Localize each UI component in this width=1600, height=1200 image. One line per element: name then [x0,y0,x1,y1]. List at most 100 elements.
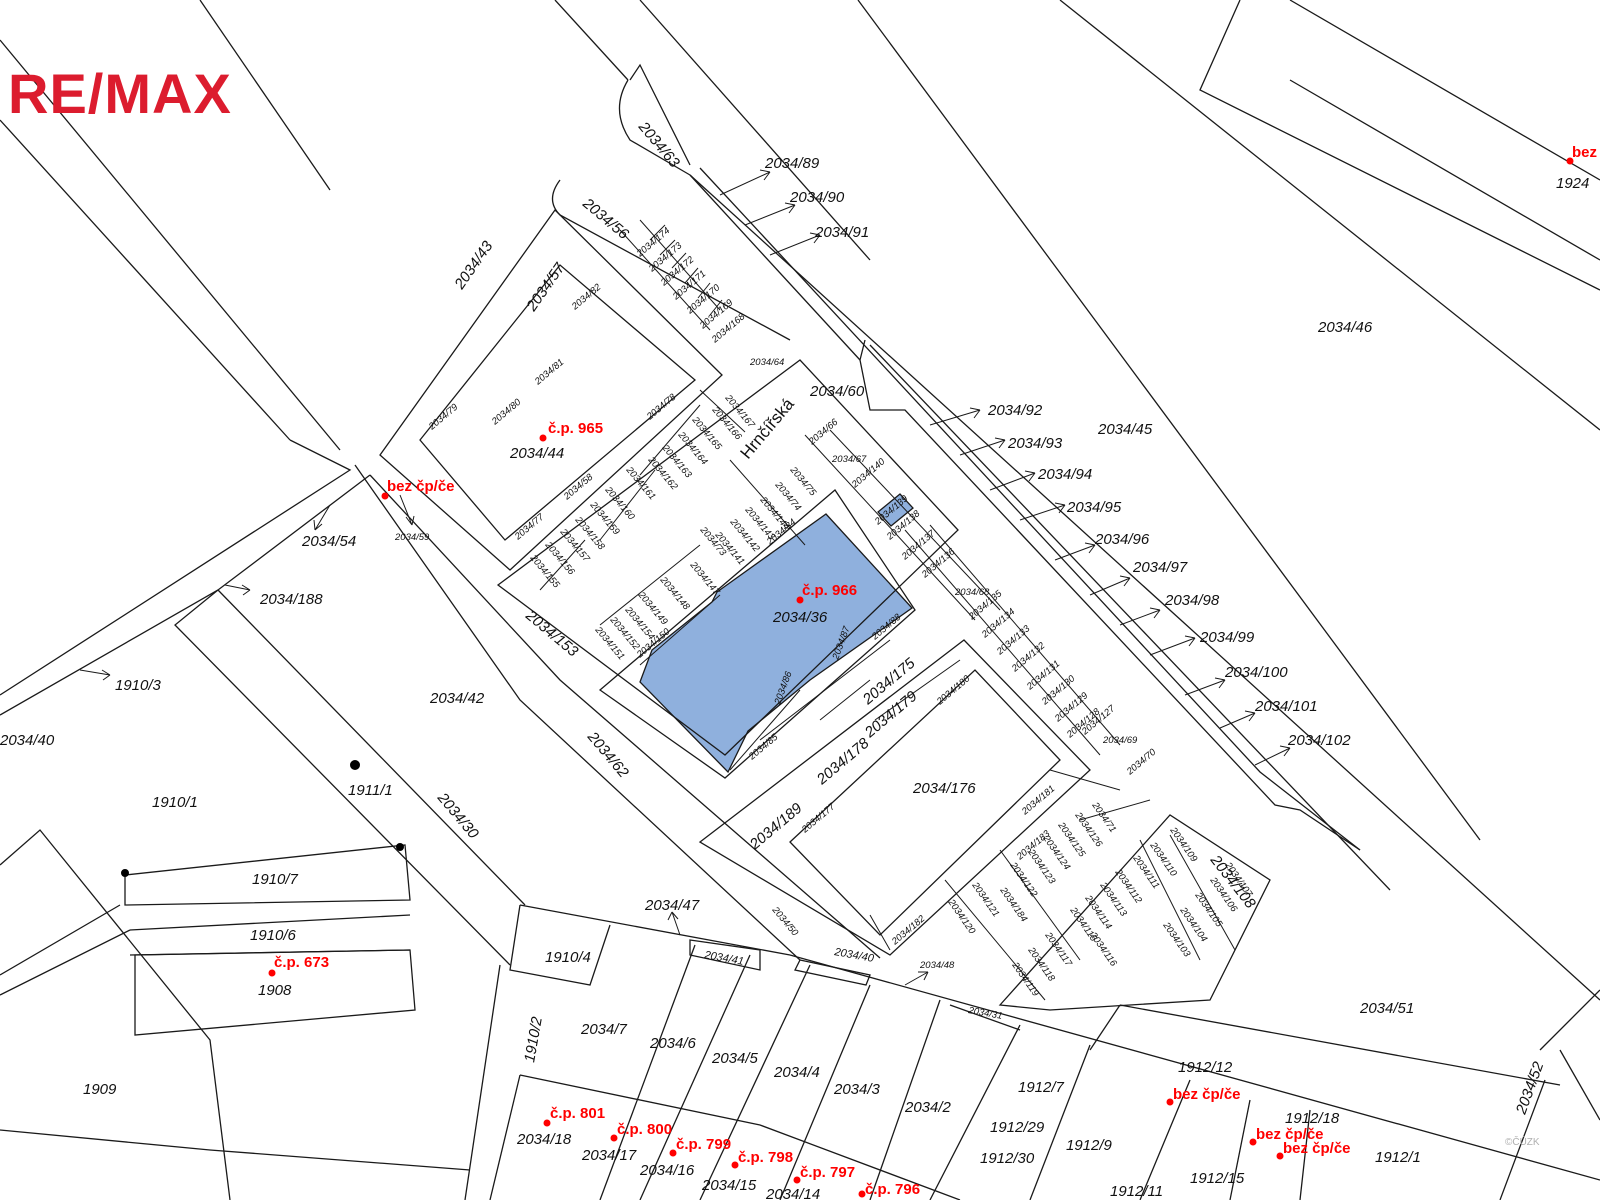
parcel-2034-96: 2034/96 [1094,531,1150,548]
parcel-2034-188: 2034/188 [259,591,323,608]
lot-2034-79: 2034/79 [426,401,461,433]
parcel-2034-92: 2034/92 [987,402,1043,419]
parcel-2034-100: 2034/100 [1224,664,1288,681]
parcel-1912-7: 1912/7 [1018,1079,1065,1096]
parcel-2034-101: 2034/101 [1254,698,1318,715]
parcel-2034-17: 2034/17 [581,1147,637,1164]
parcel-2034-54: 2034/54 [301,533,356,550]
parcel-1912-30: 1912/30 [980,1150,1035,1167]
parcel-2034-176: 2034/176 [912,780,976,797]
parcel-1910-4: 1910/4 [545,949,591,966]
parcel-2034-51: 2034/51 [1359,1000,1414,1017]
lot-2034-85: 2034/85 [746,731,781,763]
lot-2034-80: 2034/80 [489,396,524,428]
building-673: č.p. 673 [274,954,329,971]
lot-2034-136: 2034/136 [919,546,958,581]
lot-2034-67: 2034/67 [831,454,867,465]
lot-2034-68: 2034/68 [954,587,990,598]
parcel-2034-153: 2034/153 [522,606,582,660]
parcel-2034-40-left: 2034/40 [0,732,55,749]
parcel-2034-91: 2034/91 [814,224,869,241]
parcel-1912-18: 1912/18 [1285,1110,1340,1127]
parcel-1910-3: 1910/3 [115,677,162,694]
parcel-2034-7: 2034/7 [580,1021,628,1038]
lot-2034-137: 2034/137 [899,528,938,563]
lot-2034-69: 2034/69 [1102,735,1138,746]
parcel-2034-31: 2034/31 [966,1005,1003,1022]
parcel-2034-93: 2034/93 [1007,435,1063,452]
parcel-2034-63: 2034/63 [634,118,683,172]
parcel-2034-43: 2034/43 [451,238,497,294]
building-no-number-2: bez [1572,144,1597,161]
parcel-2034-2: 2034/2 [904,1099,952,1116]
building-796: č.p. 796 [865,1181,920,1198]
parcel-2034-45: 2034/45 [1097,421,1153,438]
street-name: Hrnčířská [737,394,799,462]
parcel-1910-1: 1910/1 [152,794,198,811]
parcel-2034-90: 2034/90 [789,189,845,206]
parcel-1924: 1924 [1556,175,1589,192]
parcel-2034-4: 2034/4 [773,1064,820,1081]
building-800: č.p. 800 [617,1121,672,1138]
parcel-1912-9: 1912/9 [1066,1137,1113,1154]
parcel-2034-3: 2034/3 [833,1081,881,1098]
lot-2034-59: 2034/59 [394,532,430,543]
lot-2034-116: 2034/116 [1087,930,1119,970]
parcel-2034-99: 2034/99 [1199,629,1255,646]
parcel-2034-18: 2034/18 [516,1131,572,1148]
lot-2034-148: 2034/148 [657,574,692,613]
lot-2034-77: 2034/77 [512,511,547,543]
parcel-2034-46: 2034/46 [1317,319,1373,336]
building-no-number-1: bez čp/če [387,478,455,495]
parcel-2034-102: 2034/102 [1287,732,1351,749]
parcel-1912-1: 1912/1 [1375,1149,1421,1166]
building-797: č.p. 797 [800,1164,855,1181]
parcel-2034-56: 2034/56 [579,194,633,243]
parcel-2034-14: 2034/14 [765,1186,820,1200]
lot-2034-70: 2034/70 [1124,746,1159,778]
parcel-1909: 1909 [83,1081,117,1098]
lot-2034-121: 2034/121 [969,880,1001,920]
copyright: ©ČÚZK [1505,1135,1540,1148]
building-no-number-3: bez čp/če [1173,1086,1241,1103]
parcel-2034-16: 2034/16 [639,1162,695,1179]
parcel-2034-95: 2034/95 [1066,499,1122,516]
lot-2034-50: 2034/50 [769,904,801,939]
parcel-1912-15: 1912/15 [1190,1170,1245,1187]
building-numbers: č.p. 965 č.p. 966 č.p. 673 č.p. 801 č.p.… [268,144,1597,1198]
parcel-1910-2: 1910/2 [521,1015,546,1064]
remax-logo: RE/MAX [8,62,232,125]
highlighted-parcel[interactable] [639,513,913,774]
parcel-1910-6: 1910/6 [250,927,297,944]
parcel-2034-97: 2034/97 [1132,559,1188,576]
highlighted-small-parcel[interactable] [877,493,914,527]
parcel-2034-41: 2034/41 [702,949,744,968]
lot-2034-64: 2034/64 [749,357,784,368]
parcel-2034-98: 2034/98 [1164,592,1220,609]
parcel-2034-30: 2034/30 [433,789,482,843]
parcel-2034-44: 2034/44 [509,445,564,462]
lot-2034-177: 2034/177 [799,801,838,836]
building-no-number-5: bez čp/če [1283,1140,1351,1157]
parcel-2034-89: 2034/89 [764,155,820,172]
building-801: č.p. 801 [550,1105,605,1122]
parcel-1912-11: 1912/11 [1110,1183,1163,1200]
lot-2034-181: 2034/181 [1019,783,1057,818]
parcel-2034-189: 2034/189 [746,799,806,853]
survey-markers [121,760,404,877]
parcel-1910-7: 1910/7 [252,871,299,888]
lot-2034-147: 2034/147 [687,559,722,598]
parcel-2034-60: 2034/60 [809,383,865,400]
parcel-1912-29: 1912/29 [990,1119,1045,1136]
building-799: č.p. 799 [676,1136,731,1153]
parcel-arrows [79,169,1291,986]
building-965: č.p. 965 [548,420,603,437]
parcel-2034-48: 2034/48 [919,960,955,971]
lot-subdivisions [539,219,1236,1001]
lot-2034-58: 2034/58 [561,471,596,503]
parcel-2034-5: 2034/5 [711,1050,759,1067]
lot-2034-81: 2034/81 [532,357,566,388]
parcel-1908: 1908 [258,982,292,999]
lot-2034-182: 2034/182 [889,913,928,948]
